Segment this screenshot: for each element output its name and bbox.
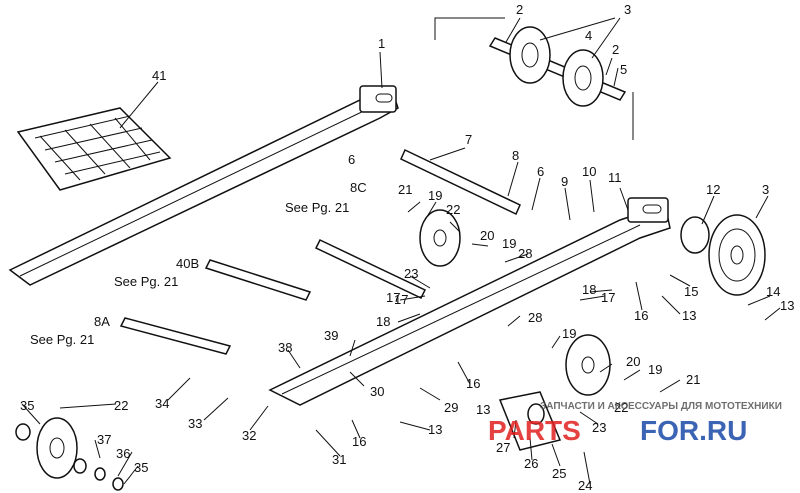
callout: 13 [428, 422, 442, 437]
callout: 13 [476, 402, 490, 417]
callout: 19 [428, 188, 442, 203]
callout: 37 [97, 432, 111, 447]
callout: 14 [766, 284, 780, 299]
watermark-logo-left: PARTS [488, 415, 581, 446]
callout: 8 [512, 148, 519, 163]
callout: 15 [684, 284, 698, 299]
callout: 3 [762, 182, 769, 197]
callout: 21 [398, 182, 412, 197]
center-wheels [419, 209, 611, 396]
callout: 9 [561, 174, 568, 189]
cross-shafts [119, 148, 521, 355]
callout: 18 [582, 282, 596, 297]
callout: 27 [496, 440, 510, 455]
callout: 16 [352, 434, 366, 449]
callout: 26 [524, 456, 538, 471]
callout: 33 [188, 416, 202, 431]
callout: 19 [562, 326, 576, 341]
ref-text: See Pg. 21 [30, 332, 94, 347]
watermark-tagline: ЗАПЧАСТИ И АКСЕССУАРЫ ДЛЯ МОТОТЕХНИКИ [540, 401, 782, 412]
callout-labels: 1 2 3 4 2 5 41 7 6 8 6 9 10 11 12 3 21 1… [20, 2, 794, 493]
callout: 22 [614, 400, 628, 415]
callout: 39 [324, 328, 338, 343]
ref-number: 8C [350, 180, 367, 195]
callout: 21 [686, 372, 700, 387]
callout: 23 [592, 420, 606, 435]
callout: 17 [386, 290, 400, 305]
upper-slide-rail [8, 85, 399, 286]
top-wheel-assembly [488, 26, 627, 107]
track-clip-grid [16, 107, 172, 191]
callout: 2 [516, 2, 523, 17]
callout: 31 [332, 452, 346, 467]
callout: 13 [780, 298, 794, 313]
callout: 16 [466, 376, 480, 391]
callout: 30 [370, 384, 384, 399]
callout: 38 [278, 340, 292, 355]
callout: 28 [518, 246, 532, 261]
callout: 22 [114, 398, 128, 413]
lower-slide-rail [268, 197, 671, 406]
suspension-bracket [498, 391, 562, 451]
watermark: ЗАПЧАСТИ И АКСЕССУАРЫ ДЛЯ МОТОТЕХНИКИ PA… [488, 401, 782, 446]
ref-text: See Pg. 21 [114, 274, 178, 289]
callout: 23 [404, 266, 418, 281]
callout: 20 [480, 228, 494, 243]
ref-text: See Pg. 21 [285, 200, 349, 215]
callout: 36 [116, 446, 130, 461]
callout: 18 [376, 314, 390, 329]
callout: 10 [582, 164, 596, 179]
callout: 35 [134, 460, 148, 475]
callout: 6 [537, 164, 544, 179]
callout: 2 [612, 42, 619, 57]
spare-wheel-kit [15, 417, 124, 491]
callout: 28 [528, 310, 542, 325]
callout: 29 [444, 400, 458, 415]
ref-number: 40B [176, 256, 199, 271]
callout: 41 [152, 68, 166, 83]
right-idler-wheel [680, 214, 766, 296]
callout: 7 [465, 132, 472, 147]
callout: 25 [552, 466, 566, 481]
callout: 34 [155, 396, 169, 411]
callout: 19 [648, 362, 662, 377]
page-references: 8C See Pg. 21 40B See Pg. 21 8A See Pg. … [30, 180, 367, 347]
callout: 32 [242, 428, 256, 443]
callout: 17 [601, 290, 615, 305]
callout: 19 [502, 236, 516, 251]
callout: 16 [634, 308, 648, 323]
ref-number: 8A [94, 314, 110, 329]
callout: 4 [585, 28, 592, 43]
callout: 6 [348, 152, 355, 167]
watermark-logo-right: FOR.RU [640, 415, 747, 446]
callout: 3 [624, 2, 631, 17]
callout: 13 [682, 308, 696, 323]
callout: 17 [394, 292, 408, 307]
callout: 1 [378, 36, 385, 51]
callout: 22 [446, 202, 460, 217]
callout: 5 [620, 62, 627, 77]
callout: 20 [626, 354, 640, 369]
leader-lines [21, 17, 781, 485]
callout: 12 [706, 182, 720, 197]
callout: 11 [608, 170, 622, 185]
callout: 35 [20, 398, 34, 413]
callout: 24 [578, 478, 592, 493]
